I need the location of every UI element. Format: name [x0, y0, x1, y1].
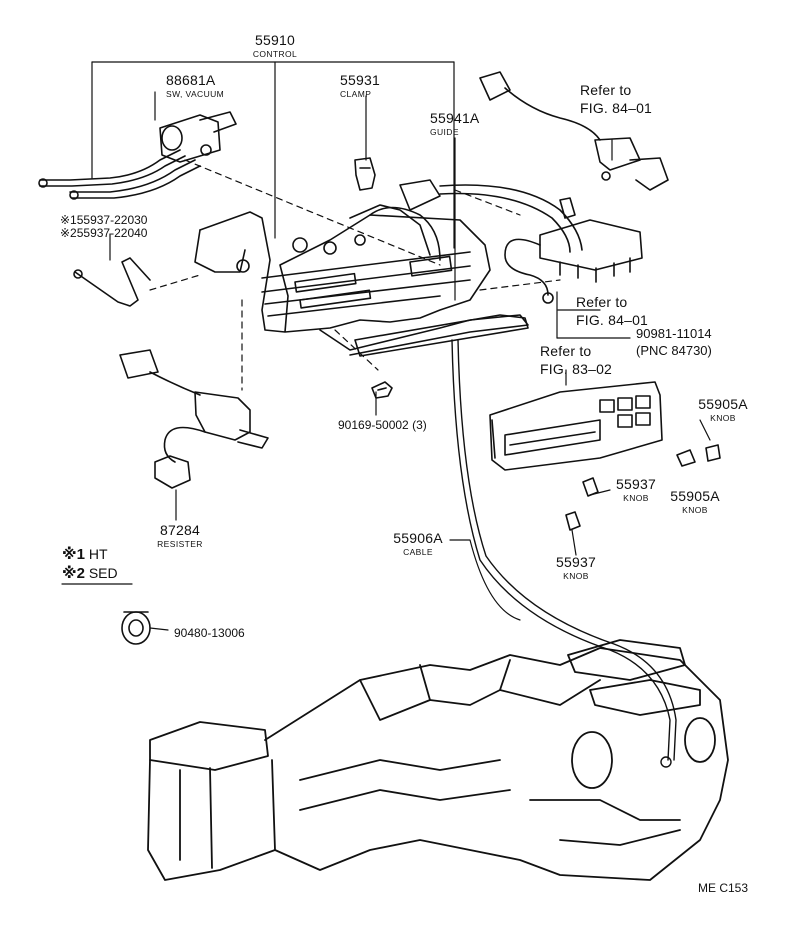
cable	[451, 339, 677, 768]
knob-a1-caption: KNOB	[710, 413, 736, 423]
screw-part-number: 90169-50002 (3)	[338, 418, 427, 432]
ref-label-2: Refer to FIG. 84–01	[576, 294, 648, 328]
heater-unit	[147, 639, 729, 881]
ref-label-3: Refer to FIG. 83–02	[540, 343, 612, 377]
clip-part-number: 90480-13006	[174, 626, 245, 640]
wire-pnc: (PNC 84730)	[636, 343, 712, 358]
control-caption: CONTROL	[252, 49, 298, 59]
wire-part-number: 90981-11014	[636, 326, 712, 341]
clip	[121, 611, 151, 645]
resister-part-number: 87284	[160, 522, 200, 538]
label-clamp: 55931 CLAMP	[340, 72, 380, 99]
ref-label-1: Refer to FIG. 84–01	[580, 82, 652, 116]
control-part-number: 55910	[255, 32, 295, 48]
ref1-line1: Refer to	[580, 82, 632, 98]
knob-b1-caption: KNOB	[623, 493, 649, 503]
ref2-line1: Refer to	[576, 294, 628, 310]
knob-a1-part-number: 55905A	[698, 396, 748, 412]
legend-text-2: SED	[88, 565, 118, 581]
vacuum-hoses	[38, 149, 201, 200]
label-wire: 90981-11014 (PNC 84730)	[636, 326, 712, 358]
rod-part	[73, 257, 151, 307]
legend-row-1: ※1 HT	[62, 547, 108, 562]
guide-caption: GUIDE	[430, 127, 459, 137]
label-knob-a2: 55905A KNOB	[660, 488, 730, 515]
legend-row-2: ※2 SED	[62, 566, 118, 581]
alt-part-1: ※155937-22030	[60, 213, 148, 227]
upper-hose	[399, 179, 583, 253]
clamp-caption: CLAMP	[340, 89, 372, 99]
knob-b2-caption: KNOB	[563, 571, 589, 581]
resister-harness	[119, 349, 269, 489]
legend-mark-1: ※1	[62, 546, 85, 563]
label-control: 55910 CONTROL	[240, 32, 310, 59]
knob-a2-part-number: 55905A	[670, 488, 720, 504]
screw	[371, 381, 393, 399]
label-cable: 55906A CABLE	[378, 530, 458, 557]
knob-a2-caption: KNOB	[682, 505, 708, 515]
label-knob-b2: 55937 KNOB	[546, 554, 606, 581]
control-panel	[489, 381, 663, 471]
resister-caption: RESISTER	[157, 539, 203, 549]
control-assembly	[194, 204, 529, 356]
clamp-part-number: 55931	[340, 72, 380, 88]
cable-part-number: 55906A	[393, 530, 443, 546]
sw-vacuum-part-number: 88681A	[166, 72, 216, 88]
alt-part-2: ※255937-22040	[60, 226, 148, 240]
knobs	[565, 444, 721, 531]
sw-vacuum-caption: SW, VACUUM	[166, 89, 225, 99]
guide-plate	[354, 314, 529, 357]
clamp	[354, 157, 376, 191]
label-resister: 87284 RESISTER	[140, 522, 220, 549]
label-knob-a1: 55905A KNOB	[688, 396, 758, 423]
harness-connectors	[479, 71, 669, 191]
label-guide: 55941A GUIDE	[430, 110, 479, 137]
legend-text-1: HT	[88, 546, 108, 562]
knob-b2-part-number: 55937	[556, 554, 596, 570]
leader-lines	[91, 61, 711, 631]
ref2-line2: FIG. 84–01	[576, 312, 649, 328]
ref1-line2: FIG. 84–01	[580, 100, 653, 116]
cable-caption: CABLE	[403, 547, 433, 557]
guide-part-number: 55941A	[430, 110, 480, 126]
drawing-code: ME C153	[698, 881, 749, 895]
legend-mark-2: ※2	[62, 565, 85, 582]
ref3-line2: FIG. 83–02	[540, 361, 613, 377]
knob-b1-part-number: 55937	[616, 476, 656, 492]
ref3-line1: Refer to	[540, 343, 592, 359]
switch-module	[504, 197, 643, 304]
label-sw-vacuum: 88681A SW, VACUUM	[166, 72, 224, 99]
vacuum-switch	[159, 111, 237, 163]
label-knob-b1: 55937 KNOB	[606, 476, 666, 503]
